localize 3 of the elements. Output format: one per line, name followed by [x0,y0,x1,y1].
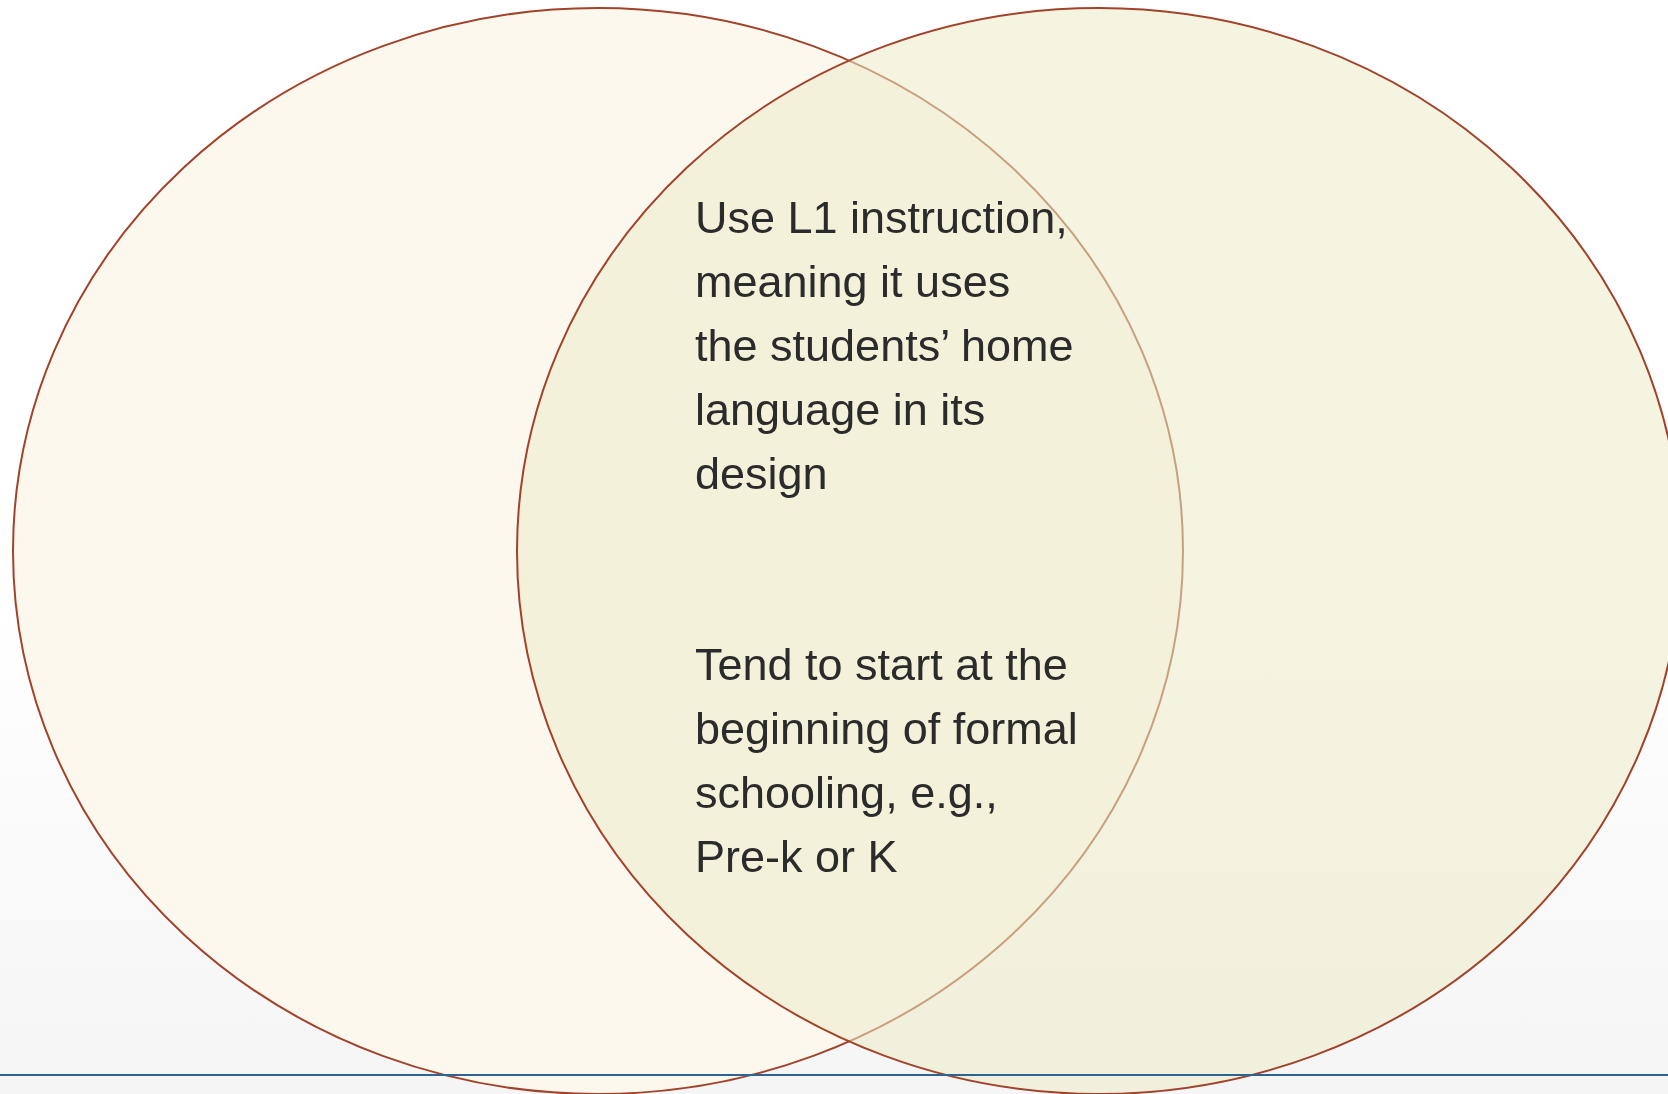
venn-ellipse [12,7,1184,1094]
overlap-text: Use L1 instruction, meaning it uses the students’ home language in its design [695,191,1075,501]
overlap-text: Tend to start at the beginning of formal schooling, e.g., Pre-k or K [695,638,1079,884]
